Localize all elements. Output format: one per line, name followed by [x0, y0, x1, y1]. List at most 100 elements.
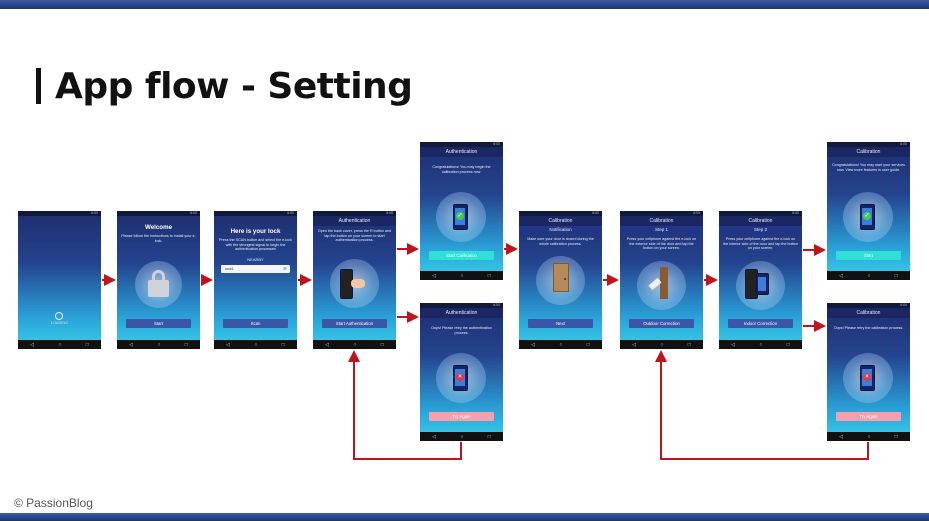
- title-bar-mark: [36, 68, 41, 104]
- error-x-icon: ×: [863, 373, 871, 381]
- loading-label: LOADING: [50, 321, 69, 325]
- status-bar: 6:00: [18, 211, 101, 216]
- recent-apps-icon[interactable]: □: [184, 341, 188, 348]
- lock-select-title: Here is your lock: [230, 228, 281, 235]
- welcome-text: Please follow the instructions to instal…: [121, 234, 196, 243]
- try-again-button[interactable]: Try Again: [836, 412, 901, 421]
- error-x-icon: ×: [456, 373, 464, 381]
- screen-calib-fail: 6:00 Calibration Oops! Please retry the …: [827, 303, 910, 441]
- home-icon[interactable]: ○: [254, 341, 258, 348]
- authentication-text: Open the back cover, press the R button …: [317, 229, 392, 243]
- outdoor-correction-button[interactable]: Outdoor Correction: [629, 319, 694, 328]
- indoor-correction-button[interactable]: Indoor Correction: [728, 319, 793, 328]
- back-icon[interactable]: ◁: [30, 341, 35, 348]
- recent-apps-icon[interactable]: □: [786, 341, 790, 348]
- screen-auth-fail: 6:00 Authentication Oops! Please retry t…: [420, 303, 503, 441]
- back-icon[interactable]: ◁: [129, 341, 134, 348]
- android-nav-bar: ◁ ○ □: [117, 340, 200, 349]
- slide-title: App flow - Setting: [36, 66, 413, 107]
- screen-header: Calibration: [827, 308, 910, 318]
- recent-apps-icon[interactable]: □: [894, 272, 898, 279]
- recent-apps-icon[interactable]: □: [380, 341, 384, 348]
- back-icon[interactable]: ◁: [226, 341, 231, 348]
- status-bar: 6:00: [117, 211, 200, 216]
- back-icon[interactable]: ◁: [839, 272, 844, 279]
- recent-apps-icon[interactable]: □: [894, 433, 898, 440]
- lock-list-item[interactable]: lock1 ≋: [221, 264, 290, 273]
- android-nav-bar: ◁ ○ □: [313, 340, 396, 349]
- status-bar: 6:00: [827, 142, 910, 147]
- home-icon[interactable]: ○: [157, 341, 161, 348]
- slide-title-text: App flow - Setting: [55, 66, 413, 107]
- screen-header: Calibration: [719, 216, 802, 226]
- android-nav-bar: ◁ ○ □: [827, 271, 910, 280]
- recent-apps-icon[interactable]: □: [586, 341, 590, 348]
- padlock-shackle: [152, 270, 165, 284]
- home-icon[interactable]: ○: [353, 341, 357, 348]
- android-nav-bar: ◁ ○ □: [719, 340, 802, 349]
- calib-success-text: Congratulations! You may start your serv…: [832, 163, 905, 172]
- back-icon[interactable]: ◁: [632, 341, 637, 348]
- android-nav-bar: ◁ ○ □: [214, 340, 297, 349]
- smartphone-icon: ✓: [860, 204, 875, 230]
- screen-header: Calibration: [620, 216, 703, 226]
- welcome-title: Welcome: [144, 224, 173, 231]
- status-bar: 6:00: [519, 211, 602, 216]
- checkmark-icon: ✓: [456, 212, 464, 220]
- recent-apps-icon[interactable]: □: [687, 341, 691, 348]
- loading-spinner-icon: [55, 312, 63, 320]
- back-icon[interactable]: ◁: [731, 341, 736, 348]
- recent-apps-icon[interactable]: □: [487, 272, 491, 279]
- home-icon[interactable]: ○: [58, 341, 62, 348]
- back-icon[interactable]: ◁: [432, 433, 437, 440]
- back-icon[interactable]: ◁: [325, 341, 330, 348]
- smartphone-icon: ×: [453, 365, 468, 391]
- home-icon[interactable]: ○: [759, 341, 763, 348]
- screen-lock-select: 6:00 Here is your lock Press the SCAN bu…: [214, 211, 297, 349]
- back-icon[interactable]: ◁: [839, 433, 844, 440]
- android-nav-bar: ◁ ○ □: [420, 271, 503, 280]
- smartphone-icon: ×: [860, 365, 875, 391]
- screen-calibration-step2: 6:00 Calibration Step 2 Press your cellp…: [719, 211, 802, 349]
- android-nav-bar: ◁ ○ □: [18, 340, 101, 349]
- status-bar: 6:00: [214, 211, 297, 216]
- status-bar: 6:00: [827, 303, 910, 308]
- next-button[interactable]: Next: [528, 319, 593, 328]
- door-icon: [553, 263, 569, 292]
- screen-calib-success: 6:00 Calibration Congratulations! You ma…: [827, 142, 910, 280]
- status-bar: 6:00: [420, 303, 503, 308]
- android-nav-bar: ◁ ○ □: [519, 340, 602, 349]
- door-edge-icon: [660, 267, 668, 299]
- home-icon[interactable]: ○: [867, 433, 871, 440]
- recent-apps-icon[interactable]: □: [85, 341, 89, 348]
- start-calibration-button[interactable]: Start Calibration: [429, 251, 494, 260]
- start-button[interactable]: Start: [126, 319, 191, 328]
- back-icon[interactable]: ◁: [432, 272, 437, 279]
- recent-apps-icon[interactable]: □: [487, 433, 491, 440]
- start-authentication-button[interactable]: Start Authentication: [322, 319, 387, 328]
- screen-header: Authentication: [420, 308, 503, 318]
- padlock-icon: [148, 280, 169, 297]
- try-again-button[interactable]: Try Again: [429, 412, 494, 421]
- start-button[interactable]: Start: [836, 251, 901, 260]
- screen-authentication: 6:00 Authentication Open the back cover,…: [313, 211, 396, 349]
- android-nav-bar: ◁ ○ □: [827, 432, 910, 441]
- calib-step1-text: Press your cellphone against the e-lock …: [626, 237, 697, 251]
- home-icon[interactable]: ○: [660, 341, 664, 348]
- home-icon[interactable]: ○: [559, 341, 563, 348]
- home-icon[interactable]: ○: [867, 272, 871, 279]
- recent-apps-icon[interactable]: □: [281, 341, 285, 348]
- screen-header: Calibration: [827, 147, 910, 157]
- scan-button[interactable]: Scan: [223, 319, 288, 328]
- calib-step2-text: Press your cellphone against the e-lock …: [723, 237, 798, 251]
- screen-header: Calibration: [519, 216, 602, 226]
- auth-fail-text: Oops! Please retry the authentication pr…: [431, 326, 492, 335]
- back-icon[interactable]: ◁: [531, 341, 536, 348]
- wifi-signal-icon: ≋: [282, 265, 287, 272]
- bottom-accent-bar: [0, 513, 929, 521]
- android-nav-bar: ◁ ○ □: [420, 432, 503, 441]
- lock-name: lock1: [225, 266, 234, 271]
- home-icon[interactable]: ○: [460, 272, 464, 279]
- copyright-footer: © PassionBlog: [14, 496, 93, 510]
- home-icon[interactable]: ○: [460, 433, 464, 440]
